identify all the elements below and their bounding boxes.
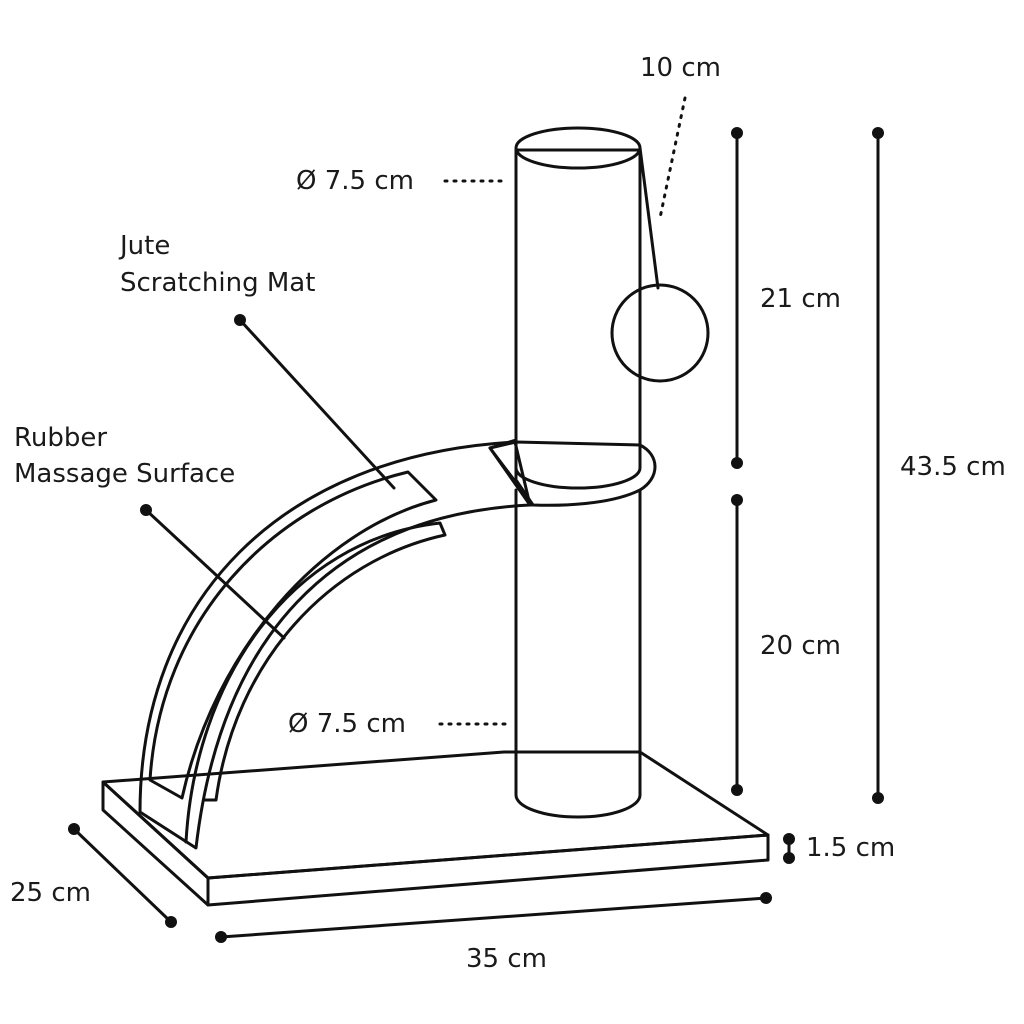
total-height-label: 43.5 cm [900, 452, 1006, 482]
base-thickness-label: 1.5 cm [806, 833, 895, 863]
lower-post [514, 488, 642, 819]
jute-pointer [234, 314, 396, 490]
upper-height-dimension [731, 127, 743, 469]
toy-ball [610, 146, 710, 383]
jute-scratching-mat [148, 470, 438, 800]
ball-width-leader [658, 96, 687, 220]
total-height-dimension [872, 127, 884, 804]
lower-height-label: 20 cm [760, 631, 841, 661]
jute-label-line2: Scratching Mat [120, 268, 315, 298]
curved-arch [138, 438, 535, 850]
rubber-label-line2: Massage Surface [14, 459, 235, 489]
base-board [101, 750, 770, 907]
rubber-label-line1: Rubber [14, 423, 107, 453]
top-diameter-label: Ø 7.5 cm [296, 166, 414, 196]
upper-post [514, 126, 642, 490]
jute-label-line1: Jute [118, 231, 170, 261]
base-depth-dimension [68, 823, 177, 928]
base-width-label: 35 cm [466, 944, 547, 974]
base-depth-label: 25 cm [10, 878, 91, 908]
rubber-pointer [140, 504, 286, 640]
base-thickness-dimension [783, 833, 795, 864]
top-width-label: 10 cm [640, 53, 721, 83]
lower-height-dimension [731, 494, 743, 796]
upper-height-label: 21 cm [760, 284, 841, 314]
post-ring [488, 440, 657, 507]
bottom-diameter-label: Ø 7.5 cm [288, 709, 406, 739]
base-width-dimension [215, 892, 772, 943]
